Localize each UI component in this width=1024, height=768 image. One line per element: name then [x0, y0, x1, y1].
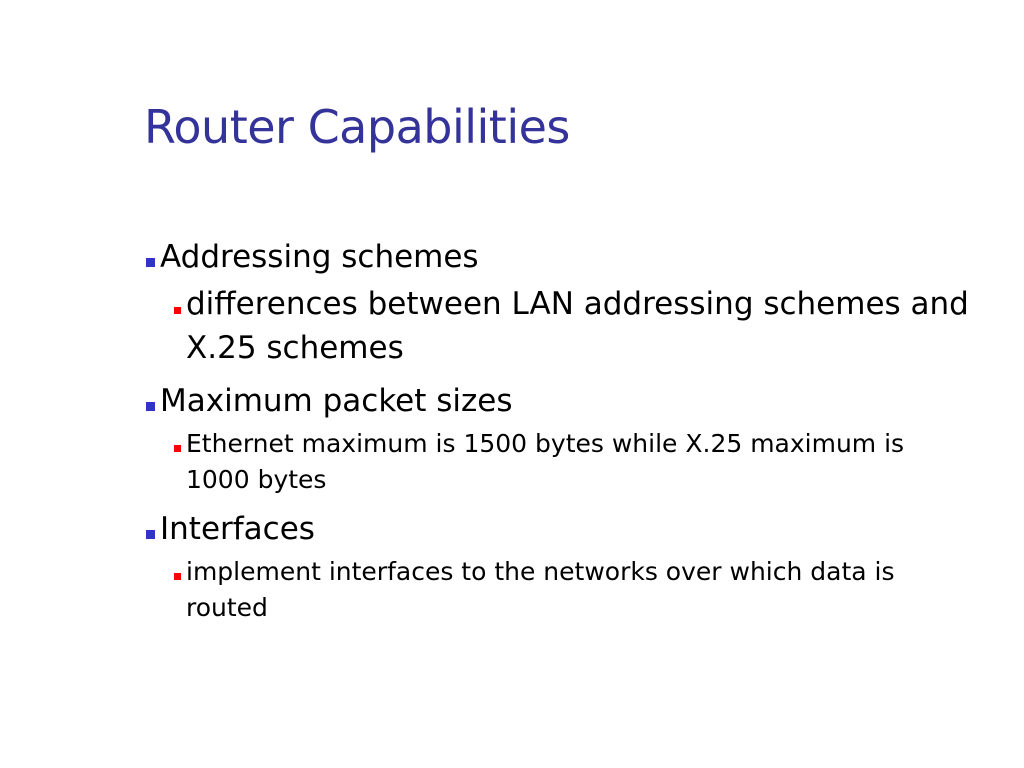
square-bullet-icon [174, 307, 181, 314]
bullet-addressing-schemes: Addressing schemes differences between L… [146, 236, 1008, 370]
sub-bullet-list: differences between LAN addressing schem… [146, 282, 1008, 370]
square-bullet-icon [174, 573, 181, 580]
sub-bullet-text: differences between LAN addressing schem… [186, 286, 969, 366]
bullet-list: Addressing schemes differences between L… [146, 236, 1008, 636]
slide-title: Router Capabilities [144, 100, 570, 154]
square-bullet-icon [174, 445, 181, 452]
sub-bullet-implement-interfaces: implement interfaces to the networks ove… [174, 554, 1008, 626]
bullet-text: Addressing schemes [160, 239, 479, 275]
sub-bullet-lan-addressing: differences between LAN addressing schem… [174, 282, 1008, 370]
sub-bullet-list: implement interfaces to the networks ove… [146, 554, 1008, 626]
sub-bullet-text: implement interfaces to the networks ove… [186, 557, 895, 622]
bullet-row: Interfaces [146, 508, 1008, 550]
square-bullet-icon [146, 530, 155, 539]
square-bullet-icon [146, 258, 155, 267]
bullet-maximum-packet-sizes: Maximum packet sizes Ethernet maximum is… [146, 380, 1008, 498]
bullet-text: Maximum packet sizes [160, 383, 513, 419]
sub-bullet-list: Ethernet maximum is 1500 bytes while X.2… [146, 426, 1008, 498]
bullet-text: Interfaces [160, 511, 315, 547]
sub-bullet-text: Ethernet maximum is 1500 bytes while X.2… [186, 429, 905, 494]
bullet-row: Addressing schemes [146, 236, 1008, 278]
bullet-interfaces: Interfaces implement interfaces to the n… [146, 508, 1008, 626]
square-bullet-icon [146, 402, 155, 411]
bullet-row: Maximum packet sizes [146, 380, 1008, 422]
sub-bullet-ethernet-maximum: Ethernet maximum is 1500 bytes while X.2… [174, 426, 1008, 498]
